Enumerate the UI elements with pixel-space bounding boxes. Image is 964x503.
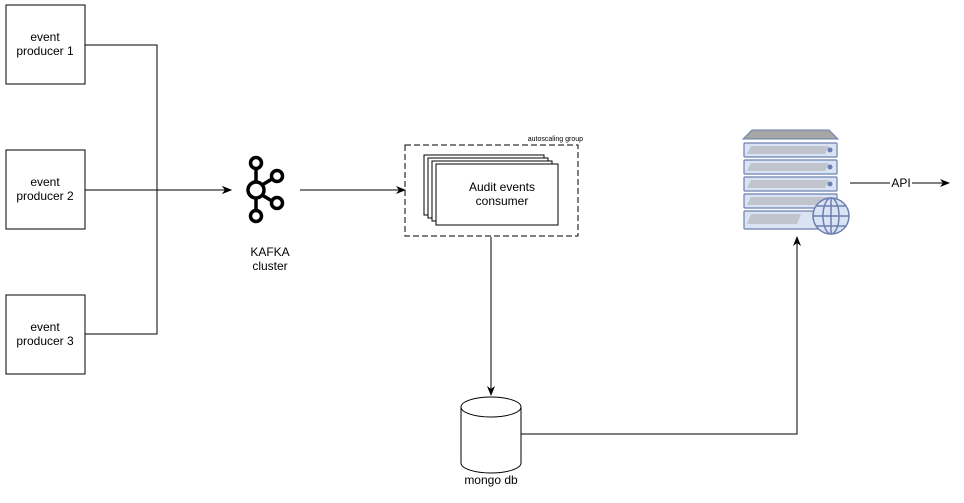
autoscaling-group-label: autoscaling group [528,136,583,143]
api-label-bg [890,176,912,190]
globe-icon [812,197,850,235]
kafka-label-line2: cluster [252,259,287,273]
producer-3-line1: event [30,320,60,334]
producer-box-3: event producer 3 [5,294,86,375]
database-cylinder-icon [460,396,522,474]
autoscaling-group: autoscaling group [404,136,583,237]
edge-producer1-kafka [85,44,232,194]
producer-1-line1: event [30,30,60,44]
producer-2-line2: producer 2 [16,189,74,203]
mongodb-label: mongo db [464,473,518,487]
connectors [85,44,950,435]
edge-producer3-kafka [85,190,158,335]
kafka-icon [246,155,285,224]
api-label: API [891,176,910,190]
web-server-icon [741,129,850,235]
producer-2-line1: event [30,175,60,189]
edge-mongodb-server [521,236,801,435]
producer-box-1: event producer 1 [5,4,86,85]
producer-1-line2: producer 1 [16,44,74,58]
consumer-label-line2: consumer [476,194,529,208]
producer-box-2: event producer 2 [5,149,86,230]
kafka-label-line1: KAFKA [250,245,289,259]
producer-3-line2: producer 3 [16,334,74,348]
consumer-label-line1: Audit events [469,180,535,194]
consumer-stack [423,154,559,226]
